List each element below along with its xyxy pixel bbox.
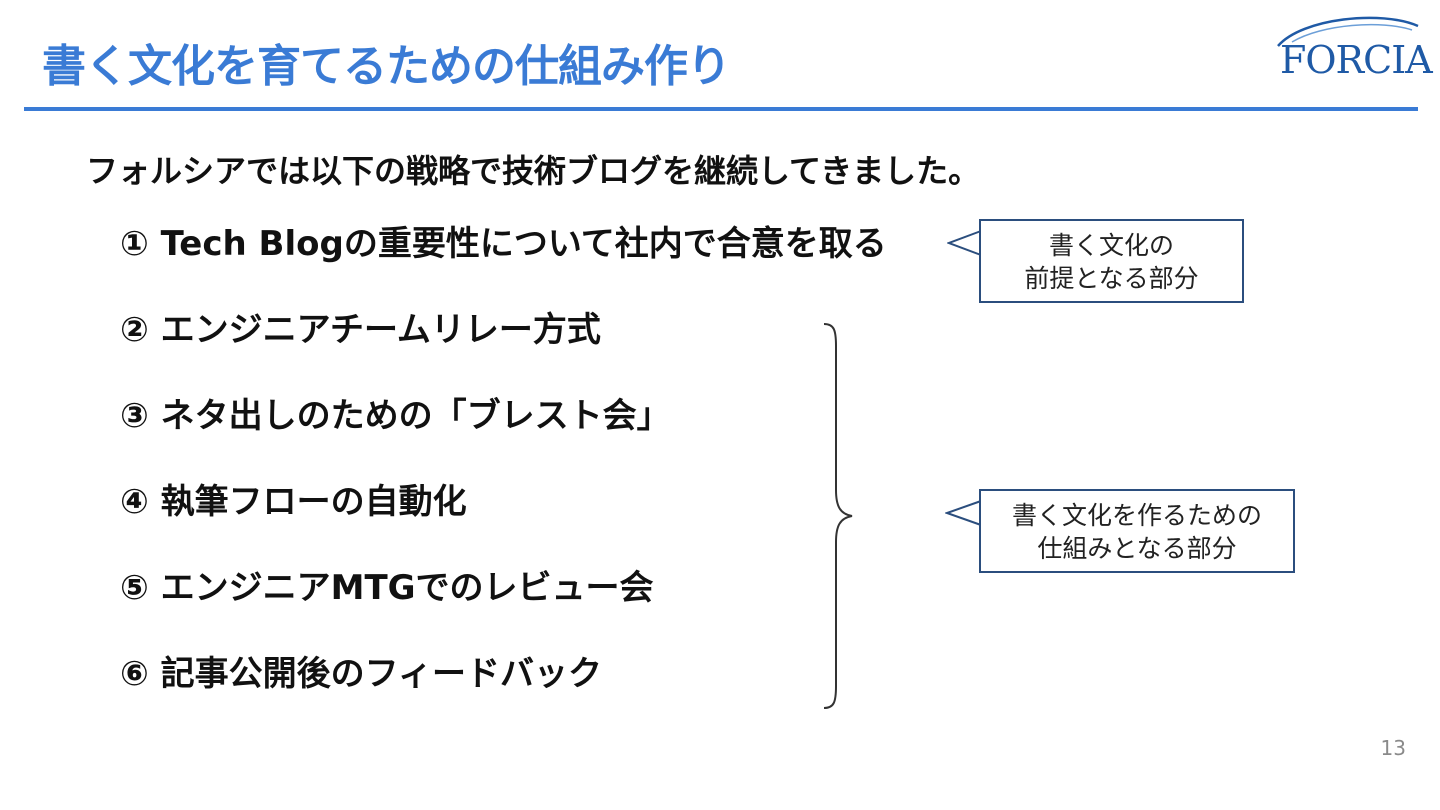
callout-line: 前提となる部分 xyxy=(1024,264,1199,293)
callout-line: 仕組みとなる部分 xyxy=(1037,534,1237,563)
logo-swoosh-icon xyxy=(1277,16,1419,47)
callout-pointer-icon xyxy=(945,500,982,526)
list-item: ① Tech Blogの重要性について社内で合意を取る xyxy=(120,224,887,264)
list-item: ⑥ 記事公開後のフィードバック xyxy=(120,654,602,694)
list-item: ④ 執筆フローの自動化 xyxy=(120,482,467,522)
list-item: ② エンジニアチームリレー方式 xyxy=(120,310,601,350)
callout-pointer-icon xyxy=(947,230,982,256)
forcia-logo: FORCIA xyxy=(1272,12,1433,82)
callout-premise: 書く文化の 前提となる部分 xyxy=(979,219,1244,303)
callout-mechanism: 書く文化を作るための 仕組みとなる部分 xyxy=(979,489,1295,573)
callout-line: 書く文化を作るための xyxy=(1011,501,1262,530)
list-item: ⑤ エンジニアMTGでのレビュー会 xyxy=(120,568,654,608)
page-number: 13 xyxy=(1380,736,1406,760)
logo-text: FORCIA xyxy=(1280,38,1433,82)
callout-line: 書く文化の xyxy=(1048,231,1174,260)
title-underline xyxy=(24,107,1418,111)
curly-brace-icon xyxy=(823,323,853,709)
intro-text: フォルシアでは以下の戦略で技術ブログを継続してきました。 xyxy=(86,152,981,190)
slide-title: 書く文化を育てるための仕組み作り xyxy=(42,41,731,92)
list-item: ③ ネタ出しのための「ブレスト会」 xyxy=(120,396,671,436)
strategy-list: ① Tech Blogの重要性について社内で合意を取る ② エンジニアチームリレ… xyxy=(120,220,887,736)
